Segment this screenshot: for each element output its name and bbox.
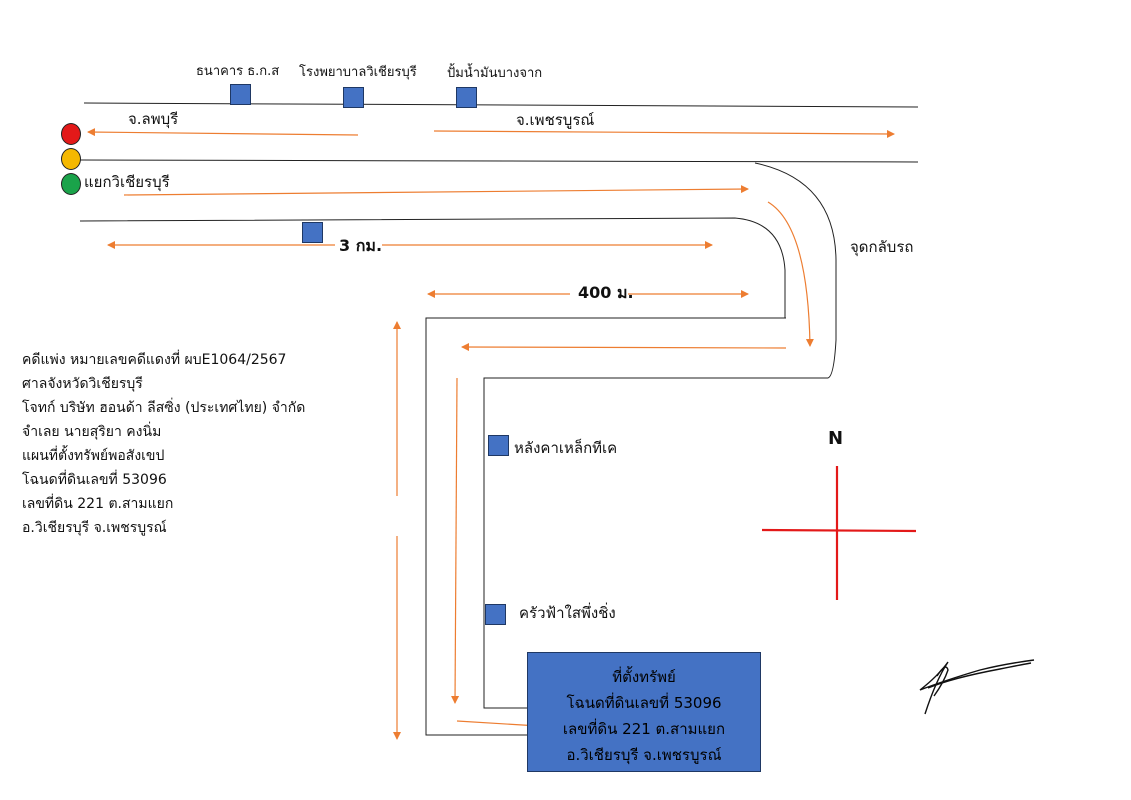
property-parcel: เลขที่ดิน 221 ต.สามแยก bbox=[562, 720, 726, 738]
road-edge-top bbox=[83, 102, 919, 108]
arrow-down-side-road bbox=[451, 377, 460, 704]
case-info: คดีแพ่ง หมายเลขคดีแดงที่ ผบE1064/2567 ศา… bbox=[22, 348, 305, 540]
property-deed: โฉนดที่ดินเลขที่ 53096 bbox=[566, 694, 722, 712]
case-info-line: คดีแพ่ง หมายเลขคดีแดงที่ ผบE1064/2567 bbox=[22, 352, 287, 368]
hospital-label: โรงพยาบาลวิเชียรบุรี bbox=[299, 65, 417, 80]
traffic-light-red bbox=[61, 123, 81, 145]
gas-station-label: ปั้มน้ำมันบางจาก bbox=[447, 66, 543, 81]
property-location: อ.วิเชียรบุรี จ.เพชรบูรณ์ bbox=[566, 746, 722, 764]
case-info-line: เลขที่ดิน 221 ต.สามแยก bbox=[22, 496, 174, 512]
compass-icon bbox=[761, 466, 917, 600]
to-phetchabun-label: จ.เพชรบูรณ์ bbox=[516, 111, 595, 129]
side-road-inner bbox=[483, 377, 828, 709]
restaurant-marker bbox=[485, 604, 506, 625]
road-lines bbox=[79, 102, 919, 736]
arrow-from-intersection bbox=[123, 185, 749, 196]
signature-icon bbox=[919, 659, 1035, 715]
u-turn-label: จุดกลับรถ bbox=[850, 238, 914, 256]
case-info-line: โจทก์ บริษัท ฮอนด้า ลีสซิ่ง (ประเทศไทย) … bbox=[22, 400, 306, 416]
intersection-label: แยกวิเชียรบุรี bbox=[84, 173, 170, 191]
case-info-line: โฉนดที่ดินเลขที่ 53096 bbox=[22, 472, 167, 488]
case-info-line: ศาลจังหวัดวิเชียรบุรี bbox=[22, 376, 143, 392]
distance-400m: 400 ม. bbox=[578, 283, 634, 302]
direction-arrows bbox=[87, 128, 895, 740]
case-info-line: แผนที่ตั้งทรัพย์พอสังเขป bbox=[22, 448, 165, 464]
steel-roof-label: หลังคาเหล็กทีเค bbox=[514, 439, 618, 457]
restaurant-label: ครัวฟ้าใสพึ่งชิ่ง bbox=[519, 604, 616, 622]
case-info-line: อ.วิเชียรบุรี จ.เพชรบูรณ์ bbox=[22, 520, 167, 536]
traffic-light-green bbox=[61, 173, 81, 195]
side-road-outer bbox=[425, 317, 786, 736]
road-edge-outer-curve bbox=[754, 162, 837, 379]
arrow-into-side-road bbox=[461, 343, 787, 352]
to-lopburi-label: จ.ลพบุรี bbox=[128, 110, 179, 128]
arrow-to-lopburi bbox=[87, 128, 359, 137]
distance-3km: 3 กม. bbox=[339, 236, 383, 255]
case-info-line: จำเลย นายสุริยา คงนิ่ม bbox=[22, 424, 162, 440]
hospital-marker bbox=[343, 87, 364, 108]
steel-roof-marker bbox=[488, 435, 509, 456]
arrow-to-phetchabun bbox=[433, 129, 895, 138]
gas-station-marker bbox=[456, 87, 477, 108]
traffic-light-yellow bbox=[61, 148, 81, 170]
road-edge-middle bbox=[79, 159, 919, 163]
bank-label: ธนาคาร ธ.ก.ส bbox=[196, 64, 280, 79]
property-box: ที่ตั้งทรัพย์ โฉนดที่ดินเลขที่ 53096 เลข… bbox=[527, 652, 761, 772]
north-label: N bbox=[828, 428, 844, 449]
road-edge-inner-curve bbox=[79, 217, 786, 318]
roadside-marker bbox=[302, 222, 323, 243]
property-title: ที่ตั้งทรัพย์ bbox=[612, 668, 676, 686]
bank-marker bbox=[230, 84, 251, 105]
arrow-u-turn bbox=[767, 201, 814, 347]
